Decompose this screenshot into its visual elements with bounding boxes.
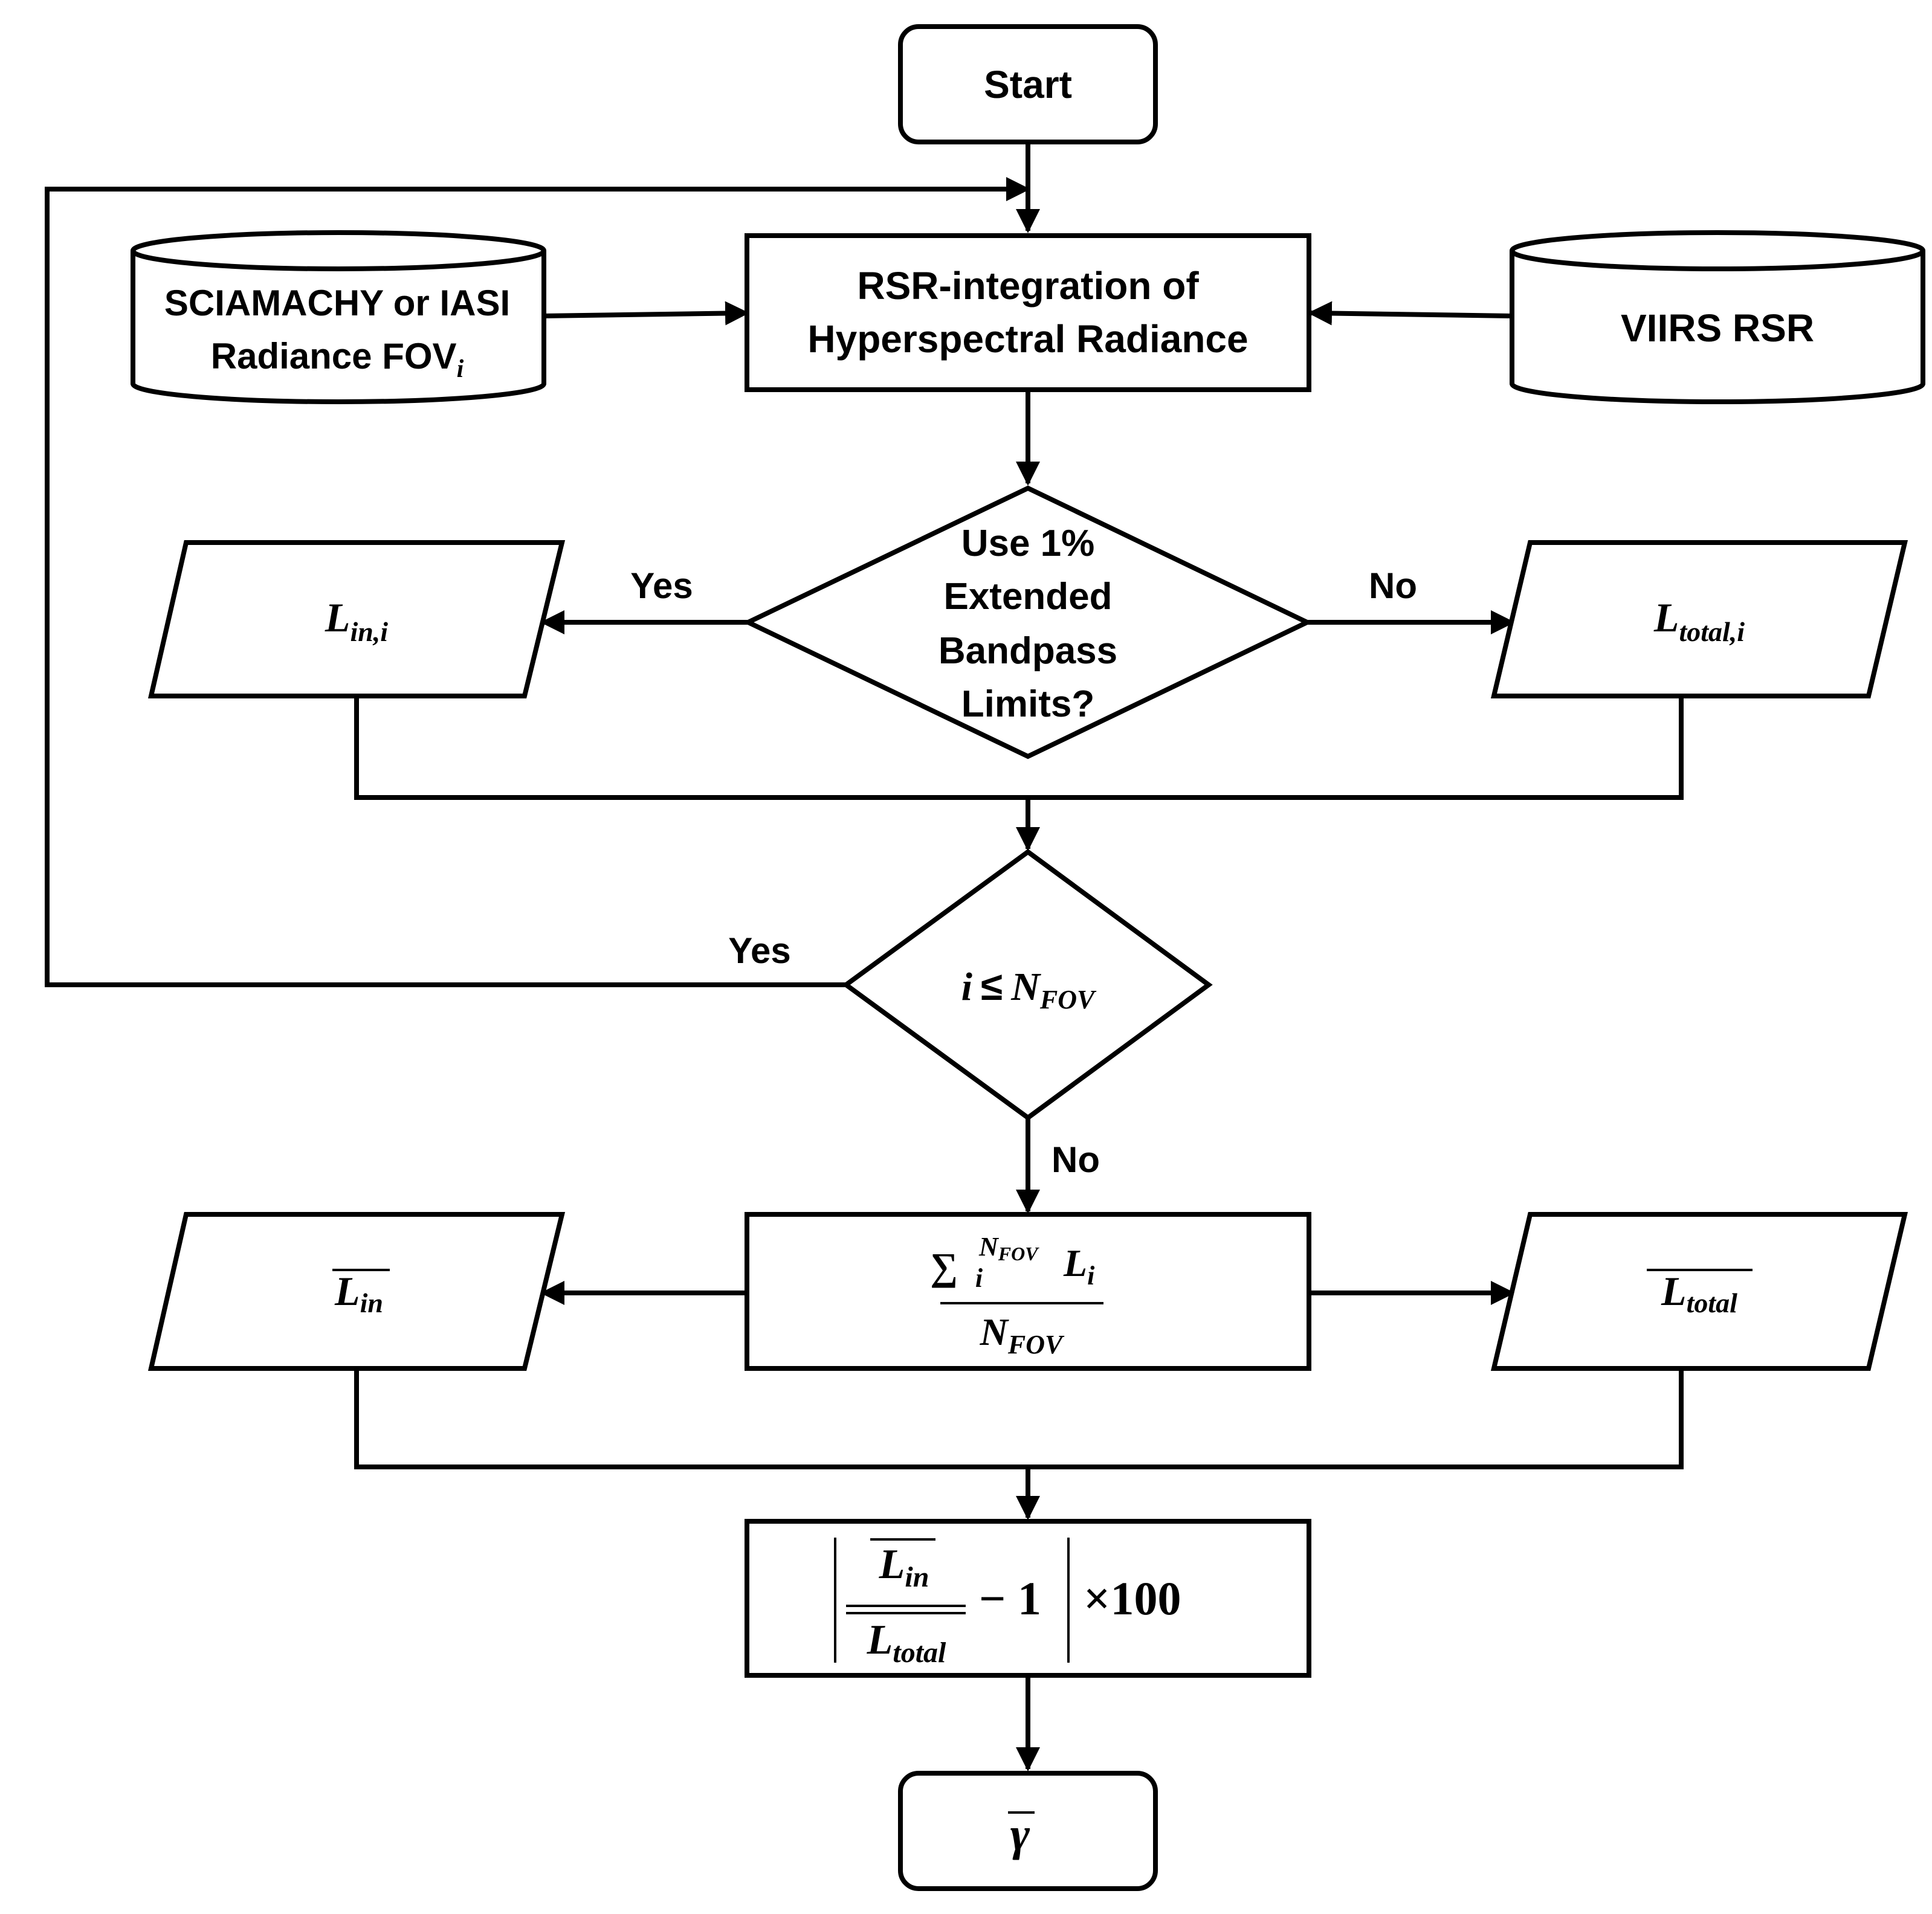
l-in-i-output: Lin,i — [147, 540, 566, 698]
end-terminal: γ — [898, 1771, 1158, 1891]
sum-upper-limit: NFOV — [978, 1232, 1039, 1265]
ratio-times-hundred: ×100 — [1084, 1572, 1181, 1625]
start-label: Start — [984, 63, 1072, 106]
sensor-radiance-database: SCIAMACHY or IASI Radiance FOVi — [131, 230, 546, 404]
ratio-minus-one: − 1 — [979, 1572, 1041, 1625]
fov-yes-label: Yes — [728, 930, 790, 971]
ratio-process: Lin Ltotal − 1 ×100 — [745, 1519, 1311, 1678]
merge-line-upper — [354, 696, 1684, 800]
bandpass-line2: Extended — [943, 576, 1112, 617]
loop-back-arrow — [45, 177, 1030, 987]
integration-line2: Hyperspectral Radiance — [807, 317, 1248, 361]
bandpass-decision: Use 1% Extended Bandpass Limits? — [742, 485, 1313, 759]
fov-decision: i≤NFOV — [842, 849, 1213, 1121]
rsr-integration-process: RSR-integration of Hyperspectral Radianc… — [745, 233, 1311, 392]
connectors — [45, 142, 1684, 1771]
sum-lower-index: i — [975, 1263, 983, 1293]
sensor-db-line1: SCIAMACHY or IASI — [164, 283, 510, 323]
viirs-rsr-label: VIIRS RSR — [1621, 306, 1814, 350]
arrow-rsr-to-integration — [1308, 301, 1513, 326]
sum-denominator: NFOV — [980, 1310, 1065, 1359]
average-process: ∑ i NFOV Li NFOV — [745, 1212, 1311, 1371]
bandpass-line3: Bandpass — [939, 630, 1117, 672]
fov-no-label: No — [1052, 1139, 1100, 1180]
l-in-i-label: Lin,i — [325, 594, 388, 647]
mean-l-in-output: Lin — [147, 1212, 566, 1371]
integration-line1: RSR-integration of — [857, 264, 1199, 308]
l-total-i-output: Ltotal,i — [1490, 540, 1908, 698]
ratio-denominator: Ltotal — [867, 1617, 946, 1669]
bandpass-yes-label: Yes — [630, 566, 693, 606]
arrow-sensor-to-integration — [542, 301, 749, 326]
end-label: γ — [1010, 1808, 1030, 1860]
sum-sigma: ∑ — [930, 1245, 958, 1288]
l-total-i-label: Ltotal,i — [1653, 594, 1745, 647]
mean-l-total-label: Ltotal — [1661, 1268, 1737, 1318]
sum-term: Li — [1063, 1242, 1095, 1290]
viirs-rsr-database: VIIRS RSR — [1510, 230, 1925, 404]
fov-condition: i≤NFOV — [961, 964, 1097, 1014]
mean-l-total-output: Ltotal — [1490, 1212, 1908, 1371]
start-terminal: Start — [898, 24, 1158, 144]
bandpass-line4: Limits? — [961, 683, 1094, 725]
sensor-db-line2: Radiance FOVi — [211, 336, 464, 383]
ratio-numerator: Lin — [879, 1541, 929, 1593]
mean-l-in-label: Lin — [334, 1268, 383, 1318]
merge-line-lower — [354, 1368, 1684, 1469]
bandpass-line1: Use 1% — [961, 523, 1095, 564]
bandpass-no-label: No — [1369, 566, 1417, 606]
